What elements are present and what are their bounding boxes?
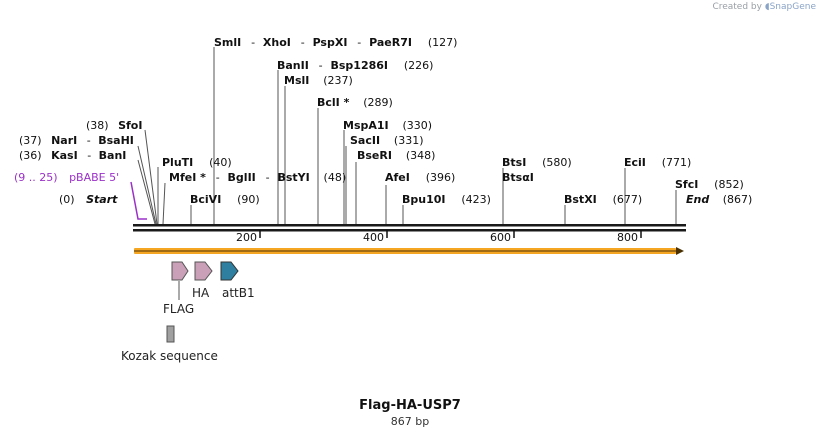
dna-backbone [133, 224, 686, 232]
site-label-bpu10i[interactable]: Bpu10I (423) [402, 193, 491, 206]
primer-label: (9 .. 25) pBABE 5' [14, 171, 119, 184]
tick-label-200: 200 [236, 231, 257, 244]
orf-arrow[interactable] [134, 247, 684, 255]
backbone-top-strand [133, 224, 686, 227]
site-label-afei[interactable]: AfeI (396) [385, 171, 455, 184]
site-label-kasi[interactable]: (36) KasI - BanI [19, 149, 126, 162]
cut-site-leaders [137, 47, 677, 225]
site-label-sfci[interactable]: SfcI (852) [675, 178, 744, 191]
leader-nari [137, 145, 157, 225]
position-axis: 200 400 600 800 [236, 230, 642, 244]
feature-label-kozak: Kozak sequence [121, 349, 218, 363]
site-label-mfei[interactable]: MfeI * - BglII - BstYI (48) [169, 171, 346, 184]
leader-kasi [137, 159, 156, 225]
site-label-smli[interactable]: SmlI - XhoI - PspXI - PaeR7I (127) [214, 36, 457, 49]
snapgene-brand: Created by ◖SnapGene [712, 2, 816, 12]
attb1-feature-icon[interactable] [220, 261, 239, 281]
kozak-feature-icon[interactable] [166, 325, 175, 343]
cut-site-labels: SmlI - XhoI - PspXI - PaeR7I (127) BanII… [19, 36, 744, 206]
site-label-msli[interactable]: MslI (237) [284, 74, 353, 87]
site-label-ecii[interactable]: EciI (771) [624, 156, 691, 169]
tick-label-800: 800 [617, 231, 638, 244]
site-label-bstxi[interactable]: BstXI (677) [564, 193, 642, 206]
site-label-bseri[interactable]: BseRI (348) [357, 149, 435, 162]
site-label-btsi[interactable]: BtsI (580) [502, 156, 572, 169]
tick-label-600: 600 [490, 231, 511, 244]
features: FLAG HA attB1 Kozak sequence [121, 261, 255, 363]
site-label-bcli[interactable]: BclI * (289) [317, 96, 393, 109]
flag-feature-icon[interactable] [171, 261, 189, 281]
site-label-banii[interactable]: BanII - Bsp1286I (226) [277, 59, 433, 72]
site-label-bcivi[interactable]: BciVI (90) [190, 193, 260, 206]
leader-sfoi [144, 129, 158, 225]
tick-label-400: 400 [363, 231, 384, 244]
site-label-pluti[interactable]: PluTI (40) [162, 156, 232, 169]
site-label-sfoi[interactable]: (38) SfoI [86, 119, 142, 132]
feature-label-flag: FLAG [163, 302, 194, 316]
map-title: Flag-HA-USP7 [359, 398, 461, 413]
feature-label-ha: HA [192, 286, 210, 300]
sequence-length: 867 bp [390, 415, 430, 428]
site-label-mspa1i[interactable]: MspA1I (330) [343, 119, 432, 132]
feature-label-attb1: attB1 [222, 286, 255, 300]
backbone-bottom-strand [133, 229, 686, 232]
primer-arrow-icon [130, 181, 147, 220]
start-label: (0) Start [59, 193, 118, 206]
snapgene-logo-icon: ◖ [764, 2, 770, 12]
end-label: End (867) [686, 193, 752, 206]
orf-arrow-head-icon [676, 247, 684, 255]
site-label-nari[interactable]: (37) NarI - BsaHI [19, 134, 134, 147]
ha-feature-icon[interactable] [194, 261, 213, 281]
primer-pbabe[interactable]: (9 .. 25) pBABE 5' [14, 171, 147, 220]
brand-prefix: Created by [712, 2, 762, 12]
site-label-sacii[interactable]: SacII (331) [350, 134, 424, 147]
brand-name: SnapGene [769, 2, 816, 12]
leader-mfei [162, 182, 166, 225]
sequence-ends: (0) Start End (867) [59, 193, 752, 206]
site-label-btsai[interactable]: BtsαI [502, 171, 534, 184]
